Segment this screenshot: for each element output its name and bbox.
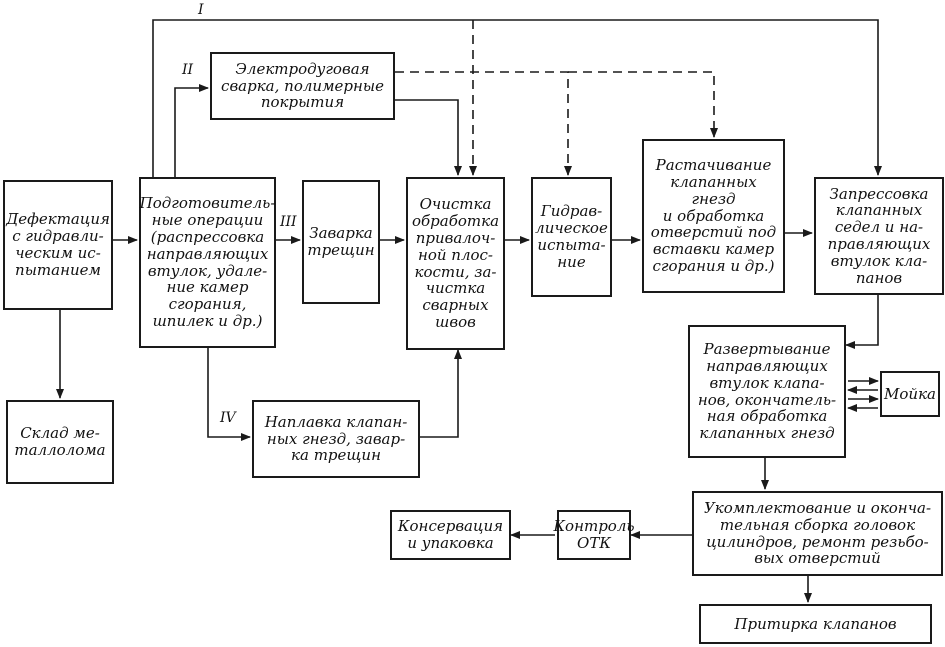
box-hydro: Гидрав- лическое испыта- ние [531,177,612,297]
box-prep: Подготовитель- ные операции (распрессовк… [139,177,276,348]
route-label-3: III [280,214,297,230]
box-defect: Дефектация с гидравли- ческим ис- пытани… [3,180,113,310]
dashed-arcweld-boring [568,71,718,138]
arrow-arcweld-cleaning [395,99,462,176]
route-label-4: IV [220,410,236,426]
box-arc-weld: Электродуговая сварка, полимерные покрыт… [210,52,395,120]
box-weld-cracks: Заварка трещин [302,180,380,304]
route-label-1: I [198,2,204,18]
box-scrap: Склад ме- таллолома [6,400,114,484]
box-otk: Контроль ОТК [553,510,635,560]
route-label-2: II [182,62,194,78]
box-reaming: Развертывание направляющих втулок клапа-… [688,325,846,458]
box-surfacing: Наплавка клапан- ных гнезд, завар- ка тр… [252,400,420,478]
box-lapping: Притирка клапанов [699,604,932,644]
route-4-line [207,348,251,441]
box-washing: Мойка [880,371,940,417]
box-assembly: Укомплектование и оконча- тельная сборка… [692,491,943,576]
box-conservation: Консервация и упаковка [390,510,511,560]
arrow-press-reaming [845,295,879,349]
arrow-surfacing-cleaning [420,349,462,438]
dashed-arcweld-hydro [395,71,572,176]
box-cleaning: Очистка обработка привалоч- ной плос- ко… [406,177,505,350]
route-1-line [152,19,882,177]
box-press: Запрессовка клапанных седел и на- правля… [814,177,944,295]
route-2-line [174,84,209,177]
box-boring: Растачивание клапанных гнезд и обработка… [642,139,785,293]
